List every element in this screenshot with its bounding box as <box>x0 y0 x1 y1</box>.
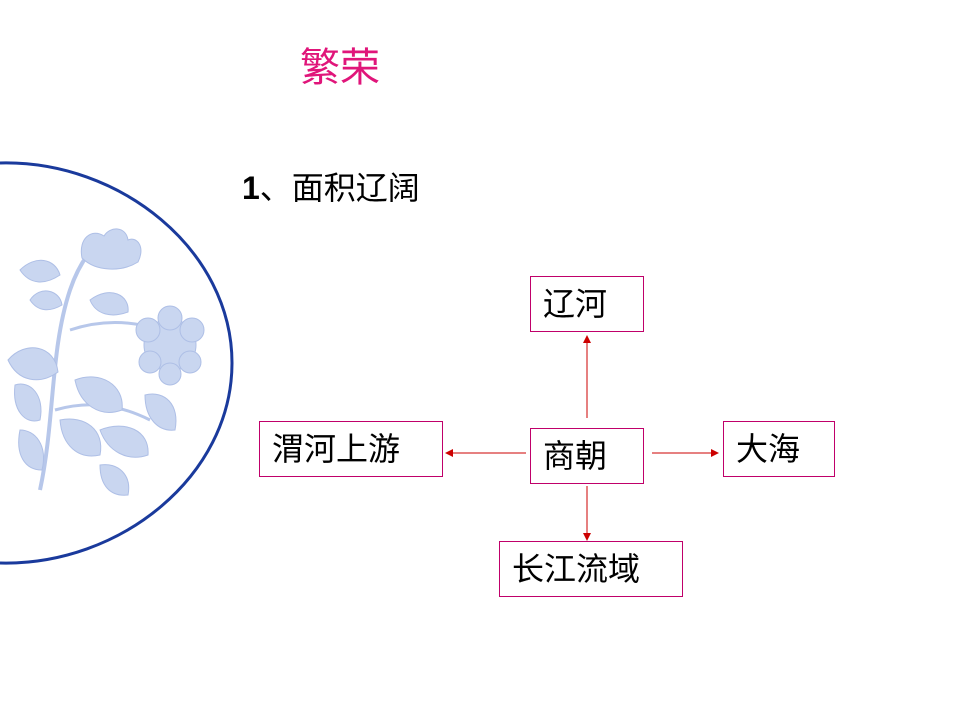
node-south: 长江流域 <box>499 541 683 597</box>
node-east: 大海 <box>723 421 835 477</box>
point-text: 、面积辽阔 <box>259 169 420 207</box>
floral-pattern-icon <box>7 228 205 496</box>
bullet-point: 1、面积辽阔 <box>242 168 420 208</box>
slide-title: 繁荣 <box>300 45 380 91</box>
point-number: 1 <box>242 170 260 206</box>
plate-rim <box>0 161 234 565</box>
node-west: 渭河上游 <box>259 421 443 477</box>
node-center: 商朝 <box>530 428 644 484</box>
node-north: 辽河 <box>530 276 644 332</box>
